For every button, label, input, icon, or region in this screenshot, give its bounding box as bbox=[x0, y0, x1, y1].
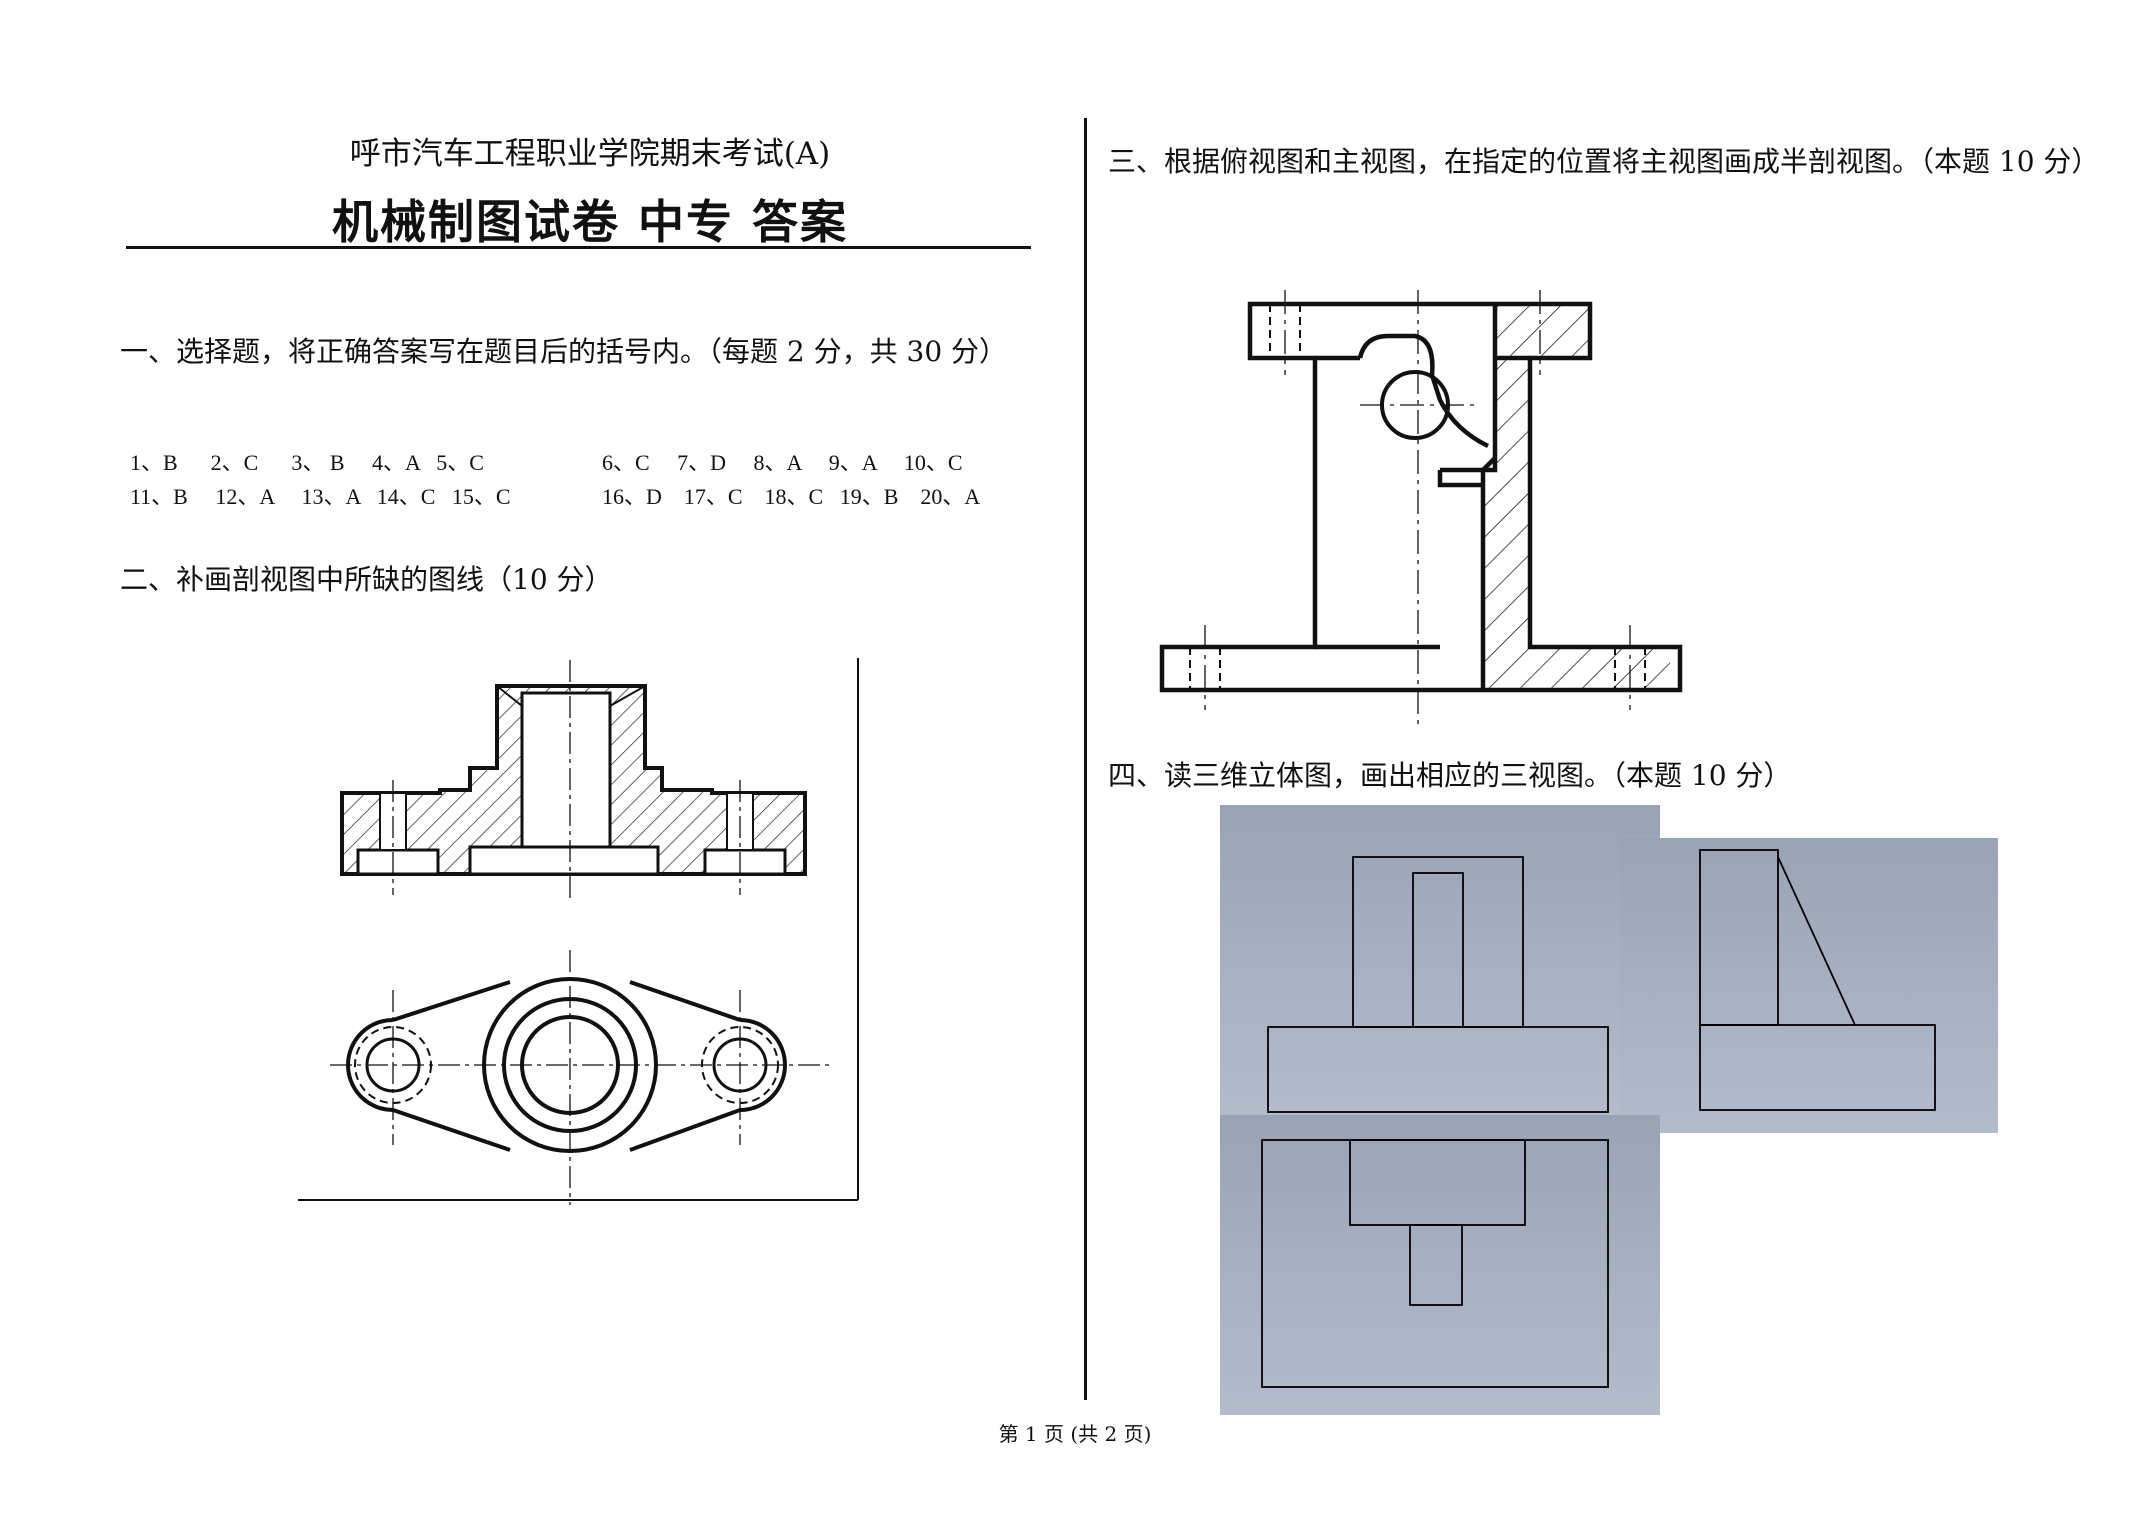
exam-title: 机械制图试卷 中专 答案 bbox=[331, 195, 849, 249]
q2-drawing bbox=[298, 658, 859, 1205]
page-footer: 第 1 页 (共 2 页) bbox=[998, 1422, 1152, 1446]
title-underline bbox=[126, 246, 1031, 249]
q3-half-section-drawing bbox=[1159, 290, 1683, 725]
question-1-heading: 一、选择题，将正确答案写在题目后的括号内。（每题 2 分，共 30 分） bbox=[120, 335, 1008, 368]
front-view-panel bbox=[1220, 805, 1660, 1115]
q2-front-section bbox=[340, 684, 807, 876]
column-divider bbox=[1084, 118, 1087, 1400]
answers-row-2b: 16、D 17、C 18、C 19、B 20、A bbox=[602, 484, 981, 509]
question-2-heading: 二、补画剖视图中所缺的图线（10 分） bbox=[120, 563, 613, 596]
question-4-heading: 四、读三维立体图，画出相应的三视图。（本题 10 分） bbox=[1108, 759, 1792, 792]
answers-row-2a: 11、B 12、A 13、A 14、C 15、C bbox=[130, 484, 511, 509]
answers-row-1a: 1、B 2、C 3、 B 4、A 5、C bbox=[130, 450, 484, 475]
school-name: 呼市汽车工程职业学院期末考试(A) bbox=[349, 136, 831, 172]
question-3-heading: 三、根据俯视图和主视图，在指定的位置将主视图画成半剖视图。（本题 10 分） bbox=[1108, 145, 2100, 178]
answers-row-1b: 6、C 7、D 8、A 9、A 10、C bbox=[602, 450, 963, 475]
side-view-panel bbox=[1620, 838, 1998, 1133]
q4-three-views bbox=[1220, 805, 1998, 1415]
top-view-panel bbox=[1220, 1115, 1660, 1415]
